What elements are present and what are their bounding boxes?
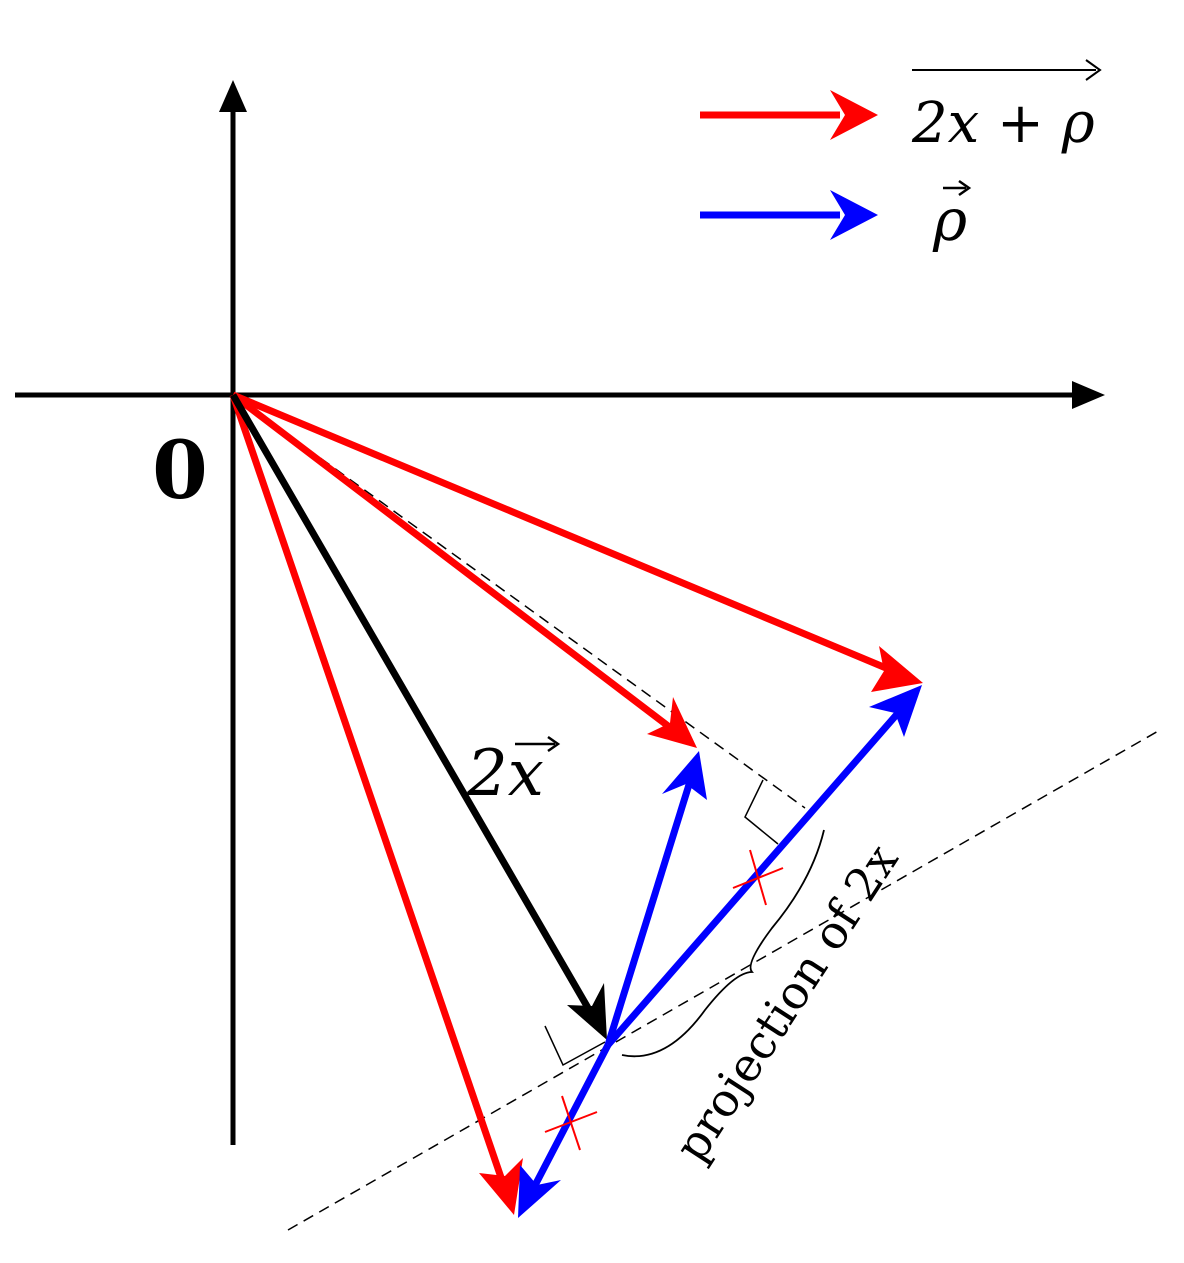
tick-lower-b bbox=[561, 1095, 581, 1151]
origin-label: 0 bbox=[152, 423, 208, 517]
red-vector-middle bbox=[230, 392, 679, 735]
legend: 2x + ρ ρ bbox=[700, 59, 1102, 254]
label-2x-group: 2x bbox=[466, 735, 561, 811]
red-vector-long-right-head bbox=[871, 646, 923, 692]
red-vector-down bbox=[229, 393, 510, 1194]
black-vector-2x-head bbox=[567, 983, 607, 1040]
projection-brace bbox=[621, 829, 825, 1058]
legend-blue-arrowhead bbox=[830, 190, 878, 240]
black-vector-2x bbox=[229, 393, 607, 1040]
red-vector-long-right bbox=[231, 391, 900, 677]
tick-marks bbox=[544, 849, 784, 1151]
dashed-wall-line bbox=[287, 729, 1161, 1231]
tick-upper-b bbox=[749, 849, 767, 906]
blue-vector-up-head bbox=[662, 751, 707, 800]
red-vector-down-head bbox=[479, 1158, 523, 1215]
legend-red-overarrow-head bbox=[1085, 59, 1102, 81]
blue-vector-upper-right-head bbox=[869, 685, 922, 737]
x-axis-arrowhead bbox=[1072, 381, 1105, 409]
legend-blue-overarrow-head bbox=[958, 179, 972, 197]
black-vector-2x-line bbox=[229, 393, 599, 1022]
legend-red-arrowhead bbox=[830, 90, 878, 140]
right-angle-upper bbox=[744, 779, 779, 845]
legend-blue-label: ρ bbox=[932, 186, 967, 254]
y-axis-arrowhead bbox=[219, 80, 247, 112]
blue-vector-up bbox=[604, 773, 696, 1047]
right-angle-markers bbox=[544, 779, 779, 1067]
red-vector-middle-head bbox=[647, 697, 697, 748]
label-2x-overarrow-head bbox=[547, 735, 561, 753]
legend-item-red: 2x + ρ bbox=[700, 59, 1102, 156]
legend-red-label: 2x + ρ bbox=[911, 91, 1095, 156]
label-2x: 2x bbox=[466, 737, 544, 811]
blue-vector-down-left-head bbox=[518, 1165, 561, 1218]
right-angle-lower bbox=[544, 1025, 606, 1067]
legend-item-blue: ρ bbox=[700, 179, 972, 254]
axes bbox=[15, 80, 1105, 1145]
projection-label: projection of 2x bbox=[664, 835, 909, 1171]
red-vectors bbox=[229, 391, 923, 1215]
